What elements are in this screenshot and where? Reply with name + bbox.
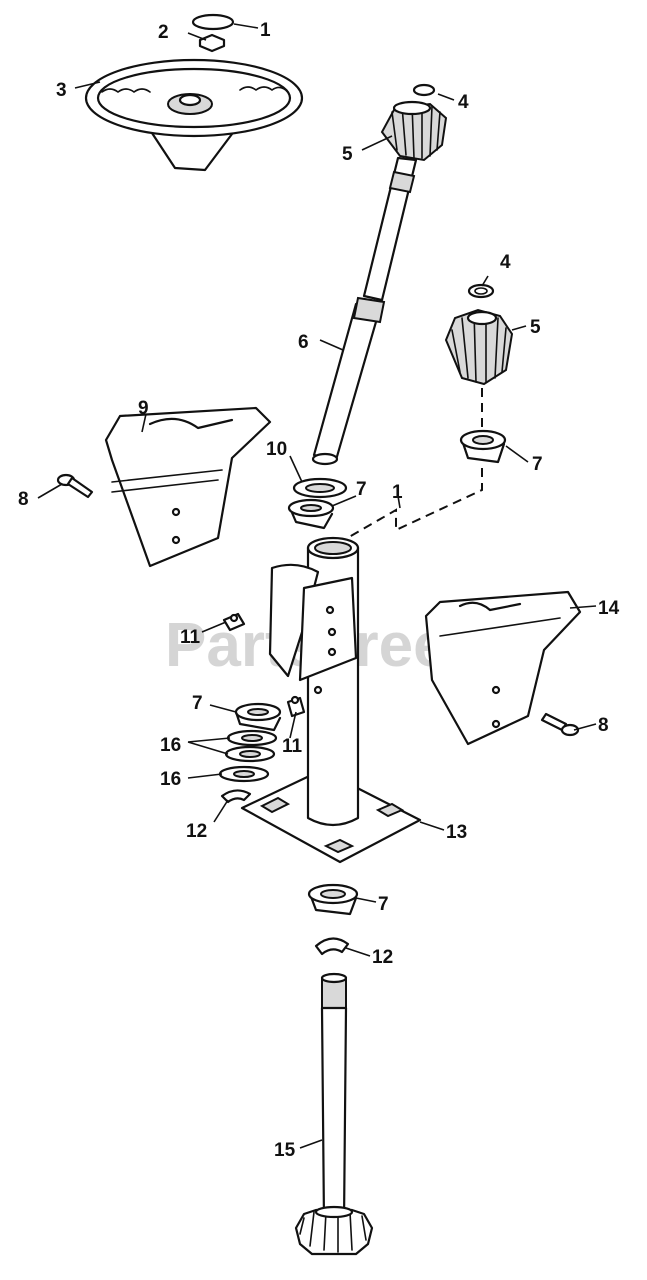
part-6-steering-shaft [311, 156, 418, 466]
part-11-grease-fitting-upper [222, 612, 246, 632]
callout-6: 6 [298, 332, 309, 353]
part-10-washer [292, 477, 348, 499]
callout-16-upper: 16 [160, 735, 181, 756]
part-16-shim-1 [226, 729, 278, 747]
callout-4-top: 4 [458, 92, 469, 113]
part-7-bushing-upper [287, 498, 335, 530]
part-7-bushing-left [234, 702, 282, 732]
callout-5-mid: 5 [530, 317, 541, 338]
callout-1-dashed: 1 [392, 482, 403, 503]
callout-2: 2 [158, 22, 169, 43]
part-2-nut [198, 33, 226, 53]
part-16-shim-2 [224, 745, 276, 763]
part-15-sector-shaft [294, 972, 374, 1256]
callout-7-upper: 7 [356, 479, 367, 500]
callout-4-mid: 4 [500, 252, 511, 273]
part-14-right-bracket [424, 590, 582, 746]
part-7-bushing-bottom [307, 883, 359, 916]
callout-11-upper: 11 [180, 627, 201, 648]
part-8-bolt-right [540, 712, 580, 737]
part-3-steering-wheel [84, 58, 304, 172]
leader-lines [37, 23, 597, 1149]
callout-12-upper: 12 [186, 821, 207, 842]
callout-13: 13 [446, 822, 467, 843]
part-12-clip-upper [220, 789, 252, 804]
part-9-left-bracket [104, 406, 272, 568]
callout-1: 1 [260, 20, 271, 41]
part-4-retaining-ring-mid [467, 283, 495, 299]
callout-8-left: 8 [18, 489, 29, 510]
callout-16-lower: 16 [160, 769, 181, 790]
callout-10: 10 [266, 439, 287, 460]
part-5-bevel-gear-mid [444, 308, 514, 386]
part-12-clip-lower [314, 937, 350, 956]
dashed-link-bushing-tube [329, 468, 483, 549]
part-13-steering-tube-base [240, 536, 422, 864]
part-4-retaining-ring-top [412, 83, 436, 97]
callout-14: 14 [598, 598, 620, 619]
callout-5-top: 5 [342, 144, 353, 165]
callout-7-bottom: 7 [378, 894, 389, 915]
callout-11-lower: 11 [282, 736, 303, 757]
part-5-bevel-gear-top [380, 100, 448, 162]
callout-7-left: 7 [192, 693, 203, 714]
part-8-bolt-left [56, 473, 94, 499]
callout-3: 3 [56, 80, 67, 101]
part-11-grease-fitting-lower [286, 695, 306, 718]
callout-7-right: 7 [532, 454, 543, 475]
callout-9: 9 [138, 398, 149, 419]
callout-8-right: 8 [598, 715, 609, 736]
part-16-shim-3 [218, 765, 270, 783]
part-7-bushing-right [459, 429, 507, 464]
callout-15: 15 [274, 1140, 296, 1161]
part-1-steering-cap [191, 13, 235, 31]
callout-12-lower: 12 [372, 947, 393, 968]
